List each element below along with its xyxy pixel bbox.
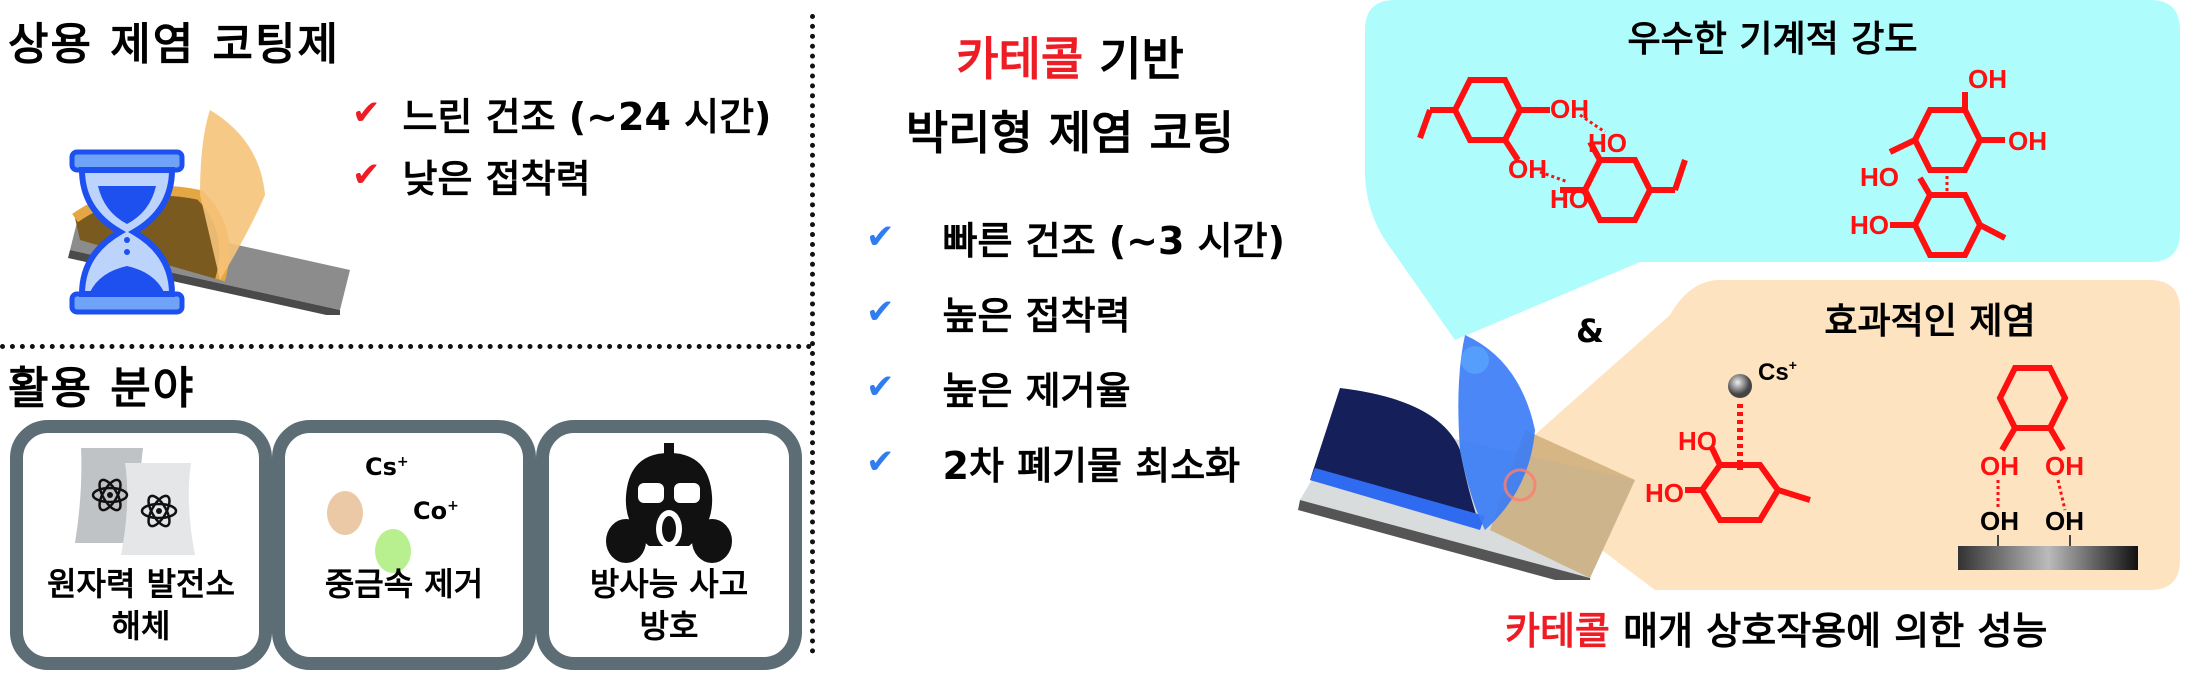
gas-mask-icon <box>606 443 732 563</box>
card-label-line1: 방사능 사고 <box>589 565 749 603</box>
blue-check-icon: ✔ <box>866 292 895 332</box>
hourglass-coating-illustration <box>68 110 350 315</box>
ho-label: HO <box>1860 162 1899 192</box>
co-ion-label: Co+ <box>413 497 459 525</box>
card-label-line2: 해체 <box>111 607 171 645</box>
peelable-coating-illustration <box>1298 335 1635 580</box>
list-item: ✔ 빠른 건조 (~3 시간) <box>866 208 1285 266</box>
bullet-text: 높은 접착력 <box>942 293 1131 338</box>
ho-label: HO <box>1550 184 1589 214</box>
catechol-coating-title: 카테콜 기반 박리형 제염 코팅 <box>840 22 1300 170</box>
application-card-nuclear: 원자력 발전소 해체 <box>10 420 272 670</box>
svg-text:OH: OH <box>2045 506 2084 536</box>
title-highlight: 카테콜 <box>956 32 1084 86</box>
mechanical-strength-panel <box>1365 0 2180 340</box>
list-item: ✔ 높은 접착력 <box>866 283 1285 341</box>
svg-text:OH: OH <box>2045 451 2084 481</box>
catechol-benefits-list: ✔ 빠른 건조 (~3 시간) ✔ 높은 접착력 ✔ 높은 제거율 ✔ 2차 폐기물 최… <box>866 208 1285 491</box>
title-line2: 박리형 제염 코팅 <box>905 106 1235 160</box>
list-item: ✔ 높은 제거율 <box>866 358 1285 416</box>
vertical-divider <box>810 14 815 654</box>
horizontal-divider <box>0 344 812 349</box>
svg-text:OH: OH <box>1980 506 2019 536</box>
red-check-icon: ✔ <box>352 155 381 195</box>
card-label-line2: 방호 <box>639 607 699 645</box>
cs-ion-label: Cs+ <box>365 453 409 481</box>
list-item: ✔ 낮은 접착력 <box>352 148 771 202</box>
co-ion-icon <box>375 529 411 573</box>
applications-title: 활용 분야 <box>8 363 196 414</box>
bullet-text: 2차 폐기물 최소화 <box>942 443 1241 488</box>
blue-check-icon: ✔ <box>866 367 895 407</box>
decontamination-panel <box>1495 280 2180 590</box>
oh-label: OH <box>1550 94 1589 124</box>
bullet-text: 느린 건조 (~24 시간) <box>402 94 772 139</box>
bullet-text: 빠른 건조 (~3 시간) <box>942 218 1285 263</box>
cs-binding-structure-icon: Cs+ HO HO OH OH OH OH <box>1645 360 2138 570</box>
bullet-text: 높은 제거율 <box>942 368 1131 413</box>
commercial-coating-title: 상용 제염 코팅제 <box>8 19 340 70</box>
hourglass-icon <box>69 149 185 315</box>
ho-label: HO <box>1850 210 1889 240</box>
blue-check-icon: ✔ <box>866 217 895 257</box>
list-item: ✔ 2차 폐기물 최소화 <box>866 433 1285 491</box>
svg-text:HO: HO <box>1678 426 1717 456</box>
oh-label: OH <box>2008 126 2047 156</box>
cs-ion-icon <box>327 491 363 535</box>
cs-ion-label: Cs+ <box>1758 360 1797 386</box>
commercial-cons-list: ✔ 느린 건조 (~24 시간) ✔ 낮은 접착력 <box>352 86 771 202</box>
svg-text:OH: OH <box>1980 451 2019 481</box>
catechol-hbond-structure-icon: OH HO OH HO OH OH HO HO <box>1417 64 2047 258</box>
application-card-radiation-protection: 방사능 사고 방호 <box>536 420 802 670</box>
bullet-text: 낮은 접착력 <box>402 156 591 201</box>
panel-title: 효과적인 제염 <box>1824 301 2036 342</box>
oh-label: OH <box>1968 64 2007 94</box>
title-rest: 기반 <box>1083 32 1184 86</box>
blue-check-icon: ✔ <box>866 442 895 482</box>
card-label-line1: 원자력 발전소 <box>47 565 235 603</box>
panel-title: 우수한 기계적 강도 <box>1627 19 1918 60</box>
svg-text:HO: HO <box>1645 478 1684 508</box>
red-check-icon: ✔ <box>352 93 381 133</box>
nuclear-plant-icon <box>75 448 195 555</box>
list-item: ✔ 느린 건조 (~24 시간) <box>352 86 771 140</box>
oh-label: OH <box>1508 154 1547 184</box>
caption-rest: 매개 상호작용에 의한 성능 <box>1609 609 2048 653</box>
catechol-caption: 카테콜 매개 상호작용에 의한 성능 <box>1505 600 2047 655</box>
card-label-line1: 중금속 제거 <box>324 565 484 603</box>
application-card-heavy-metal: Cs+ Co+ 중금속 제거 <box>272 420 536 670</box>
caption-highlight: 카테콜 <box>1505 609 1610 653</box>
ampersand-label: & <box>1576 312 1604 350</box>
ho-label: HO <box>1588 128 1627 158</box>
